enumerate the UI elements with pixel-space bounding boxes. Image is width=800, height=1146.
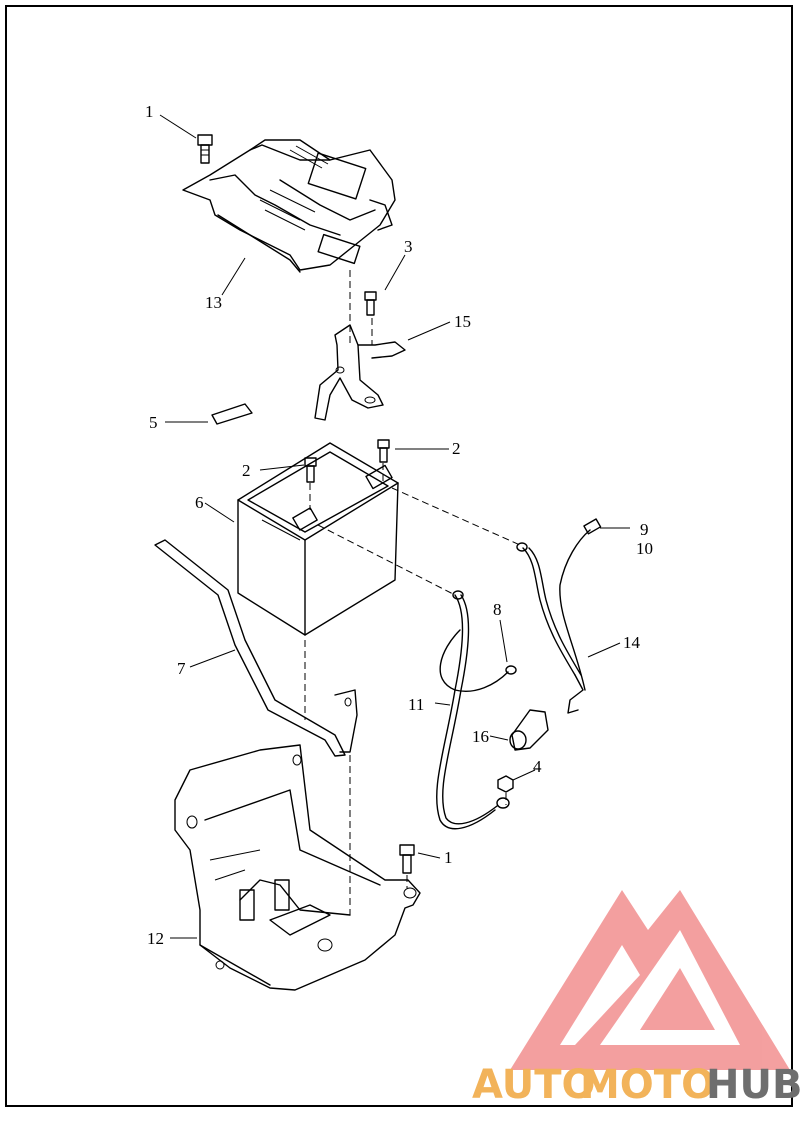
callout-2-left: 2 [242,461,251,480]
assembly-lines [304,270,521,915]
bolt-top [197,134,213,164]
callout-2-right: 2 [452,439,461,458]
mounting-bracket [314,324,406,421]
callout-15: 15 [454,312,471,331]
callout-16: 16 [472,727,489,746]
battery-tray [174,744,421,991]
hex-nut [497,775,514,793]
callout-5: 5 [149,413,158,432]
callout-4: 4 [533,757,542,776]
callout-3: 3 [404,237,413,256]
watermark-auto: AUTO [472,1062,596,1108]
battery-cable-14 [516,518,602,714]
callout-7: 7 [177,659,186,678]
callout-13: 13 [205,293,222,312]
battery-cable-11 [436,590,510,830]
callout-14: 14 [623,633,641,652]
bolt-2-right [377,439,390,463]
bolt-2-left [304,457,317,483]
watermark-logo-icon [510,890,790,1070]
watermark-hub: HUB [706,1062,800,1108]
callout-9: 9 [640,520,649,539]
bolt-3 [364,291,377,316]
label-sticker [211,403,253,425]
callout-12: 12 [147,929,164,948]
terminal-boot [509,709,549,751]
ground-lead-8 [439,629,517,692]
leader-lines [159,114,630,939]
callout-labels: 1 13 3 15 5 2 2 6 9 10 7 8 14 11 16 4 1 … [145,102,653,948]
callout-1-top: 1 [145,102,154,121]
callout-8: 8 [493,600,502,619]
callout-11: 11 [408,695,424,714]
callout-10: 10 [636,539,653,558]
bolt-bottom [399,844,415,874]
callout-1-bottom: 1 [444,848,453,867]
fuse-relay-tray [182,139,396,273]
watermark-brand: AUTO MOTO HUB [472,1062,800,1108]
watermark-moto: MOTO [580,1062,715,1108]
hold-down-strap [154,539,358,757]
callout-6: 6 [195,493,204,512]
battery [237,442,399,636]
